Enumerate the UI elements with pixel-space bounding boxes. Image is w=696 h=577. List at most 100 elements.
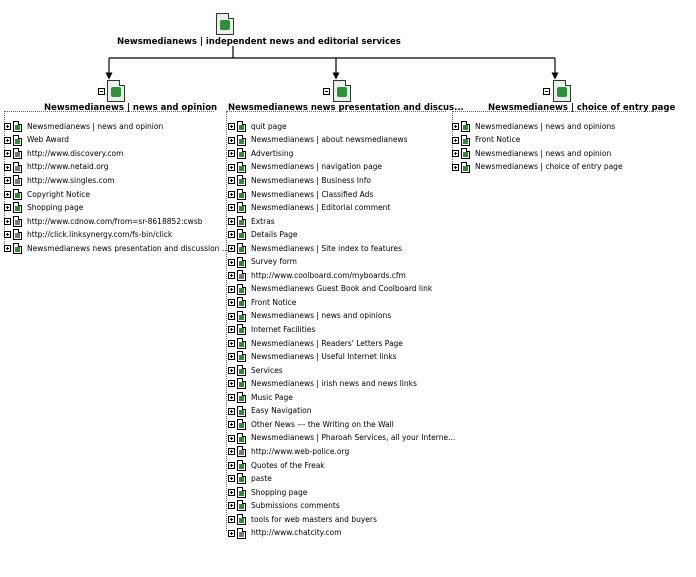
tree-row[interactable]: Extras: [228, 215, 275, 228]
tree-row[interactable]: Newsmedianews | Readers' Letters Page: [228, 337, 403, 350]
expand-icon[interactable]: [228, 285, 235, 293]
expand-icon[interactable]: [228, 529, 235, 537]
tree-row-label[interactable]: Quotes of the Freak: [251, 460, 325, 470]
expand-icon[interactable]: [4, 244, 11, 252]
collapse-column-3-icon[interactable]: [543, 88, 550, 95]
tree-row[interactable]: Other News --- the Writing on the Wall: [228, 418, 394, 431]
expand-icon[interactable]: [4, 136, 11, 144]
tree-row[interactable]: Details Page: [228, 228, 298, 241]
tree-row-label[interactable]: Newsmedianews news presentation and disc…: [27, 243, 229, 253]
tree-row[interactable]: http://www.netaid.org: [4, 161, 109, 174]
tree-row[interactable]: Web Award: [4, 134, 69, 147]
expand-icon[interactable]: [452, 136, 459, 144]
tree-row[interactable]: Front Notice: [228, 296, 296, 309]
tree-row-label[interactable]: Newsmedianews | Useful Internet links: [251, 352, 397, 362]
expand-icon[interactable]: [228, 515, 235, 523]
tree-row-label[interactable]: tools for web masters and buyers: [251, 514, 377, 524]
tree-row-label[interactable]: Newsmedianews | news and opinion: [27, 121, 164, 131]
tree-row-label[interactable]: Newsmedianews | news and opinions: [475, 121, 616, 131]
tree-row[interactable]: Shopping page: [4, 201, 83, 214]
expand-icon[interactable]: [228, 217, 235, 225]
tree-row[interactable]: Newsmedianews | Useful Internet links: [228, 350, 397, 363]
tree-row-label[interactable]: Newsmedianews | news and opinions: [251, 311, 392, 321]
tree-row[interactable]: Newsmedianews | Editorial comment: [228, 201, 390, 214]
tree-row[interactable]: Newsmedianews news presentation and disc…: [4, 242, 229, 255]
expand-icon[interactable]: [452, 123, 459, 130]
tree-row[interactable]: Music Page: [228, 391, 293, 404]
tree-row-label[interactable]: Details Page: [251, 230, 298, 240]
tree-row-label[interactable]: http://www.discovery.com: [27, 148, 124, 158]
tree-row-label[interactable]: http://www.cdnow.com/from=sr-8618852:cws…: [27, 216, 203, 226]
column-2-title[interactable]: Newsmedianews news presentation and disc…: [228, 103, 464, 113]
expand-icon[interactable]: [4, 190, 11, 198]
tree-row[interactable]: Services: [228, 364, 283, 377]
collapse-column-1-icon[interactable]: [98, 88, 105, 95]
tree-row[interactable]: Newsmedianews | news and opinion: [452, 147, 611, 160]
tree-row-label[interactable]: Internet Facilities: [251, 325, 316, 334]
tree-row-label[interactable]: paste: [251, 474, 272, 484]
tree-row[interactable]: http://click.linksynergy.com/fs-bin/clic…: [4, 228, 172, 241]
tree-row[interactable]: Shopping page: [228, 486, 307, 499]
expand-icon[interactable]: [4, 177, 11, 185]
column-1-title[interactable]: Newsmedianews | news and opinion: [44, 103, 218, 113]
expand-icon[interactable]: [4, 231, 11, 239]
tree-row[interactable]: Newsmedianews | navigation page: [228, 161, 382, 174]
tree-row[interactable]: http://www.singles.com: [4, 174, 115, 187]
expand-icon[interactable]: [228, 190, 235, 198]
expand-icon[interactable]: [228, 502, 235, 510]
tree-row-label[interactable]: Front Notice: [251, 297, 297, 307]
tree-row-label[interactable]: Newsmedianews | Business Info: [251, 175, 371, 185]
tree-row-label[interactable]: Advertising: [251, 148, 294, 158]
expand-icon[interactable]: [4, 163, 11, 171]
expand-icon[interactable]: [228, 434, 235, 442]
tree-row-label[interactable]: Newsmedianews | Site index to features: [251, 243, 402, 253]
expand-icon[interactable]: [4, 150, 11, 158]
column-3-title[interactable]: Newsmedianews | choice of entry page: [488, 103, 676, 113]
expand-icon[interactable]: [228, 136, 235, 144]
tree-row[interactable]: Newsmedianews | Pharoah Services, all yo…: [228, 432, 455, 445]
expand-icon[interactable]: [228, 394, 235, 401]
tree-row-label[interactable]: Shopping page: [27, 203, 84, 213]
tree-row-label[interactable]: Services: [251, 365, 283, 375]
expand-icon[interactable]: [228, 326, 235, 334]
tree-row-label[interactable]: Newsmedianews | news and opinion: [475, 148, 612, 158]
tree-row[interactable]: Copyright Notice: [4, 188, 90, 201]
expand-icon[interactable]: [228, 150, 235, 158]
tree-row-label[interactable]: http://www.web-police.org: [251, 446, 350, 456]
tree-row[interactable]: Newsmedianews | news and opinions: [228, 310, 391, 323]
tree-row[interactable]: Easy Navigation: [228, 405, 312, 418]
tree-row[interactable]: Newsmedianews | about newsmedianews: [228, 134, 408, 147]
root-title[interactable]: Newsmedianews | independent news and edi…: [117, 37, 401, 47]
tree-row-label[interactable]: http://www.netaid.org: [27, 162, 109, 172]
tree-row-label[interactable]: Newsmedianews | irish news and news link…: [251, 379, 417, 389]
tree-row[interactable]: Newsmedianews | news and opinions: [452, 120, 615, 133]
tree-row[interactable]: Newsmedianews | choice of entry page: [452, 161, 623, 174]
tree-row[interactable]: Newsmedianews | news and opinion: [4, 120, 163, 133]
tree-row[interactable]: Newsmedianews Guest Book and Coolboard l…: [228, 283, 432, 296]
tree-row-label[interactable]: quit page: [251, 121, 287, 131]
tree-row[interactable]: Advertising: [228, 147, 293, 160]
expand-icon[interactable]: [228, 407, 235, 415]
expand-icon[interactable]: [228, 177, 235, 185]
expand-icon[interactable]: [228, 204, 235, 212]
tree-row[interactable]: Newsmedianews | irish news and news link…: [228, 377, 417, 390]
expand-icon[interactable]: [4, 123, 11, 130]
tree-row-label[interactable]: Music Page: [251, 392, 293, 402]
expand-icon[interactable]: [228, 244, 235, 252]
tree-row[interactable]: paste: [228, 472, 272, 485]
tree-row-label[interactable]: Newsmedianews | Classified Ads: [251, 189, 374, 199]
tree-row-label[interactable]: Easy Navigation: [251, 406, 312, 416]
expand-icon[interactable]: [228, 299, 235, 307]
expand-icon[interactable]: [228, 231, 235, 239]
expand-icon[interactable]: [4, 217, 11, 225]
tree-row-label[interactable]: Copyright Notice: [27, 189, 90, 199]
tree-row[interactable]: Internet Facilities: [228, 323, 315, 336]
expand-icon[interactable]: [452, 163, 459, 171]
tree-row[interactable]: http://www.web-police.org: [228, 445, 349, 458]
expand-icon[interactable]: [228, 339, 235, 347]
tree-row[interactable]: Survey form: [228, 256, 297, 269]
tree-row[interactable]: Quotes of the Freak: [228, 459, 325, 472]
expand-icon[interactable]: [228, 312, 235, 320]
tree-row[interactable]: Newsmedianews | Classified Ads: [228, 188, 373, 201]
tree-row-label[interactable]: http://www.singles.com: [27, 175, 115, 185]
